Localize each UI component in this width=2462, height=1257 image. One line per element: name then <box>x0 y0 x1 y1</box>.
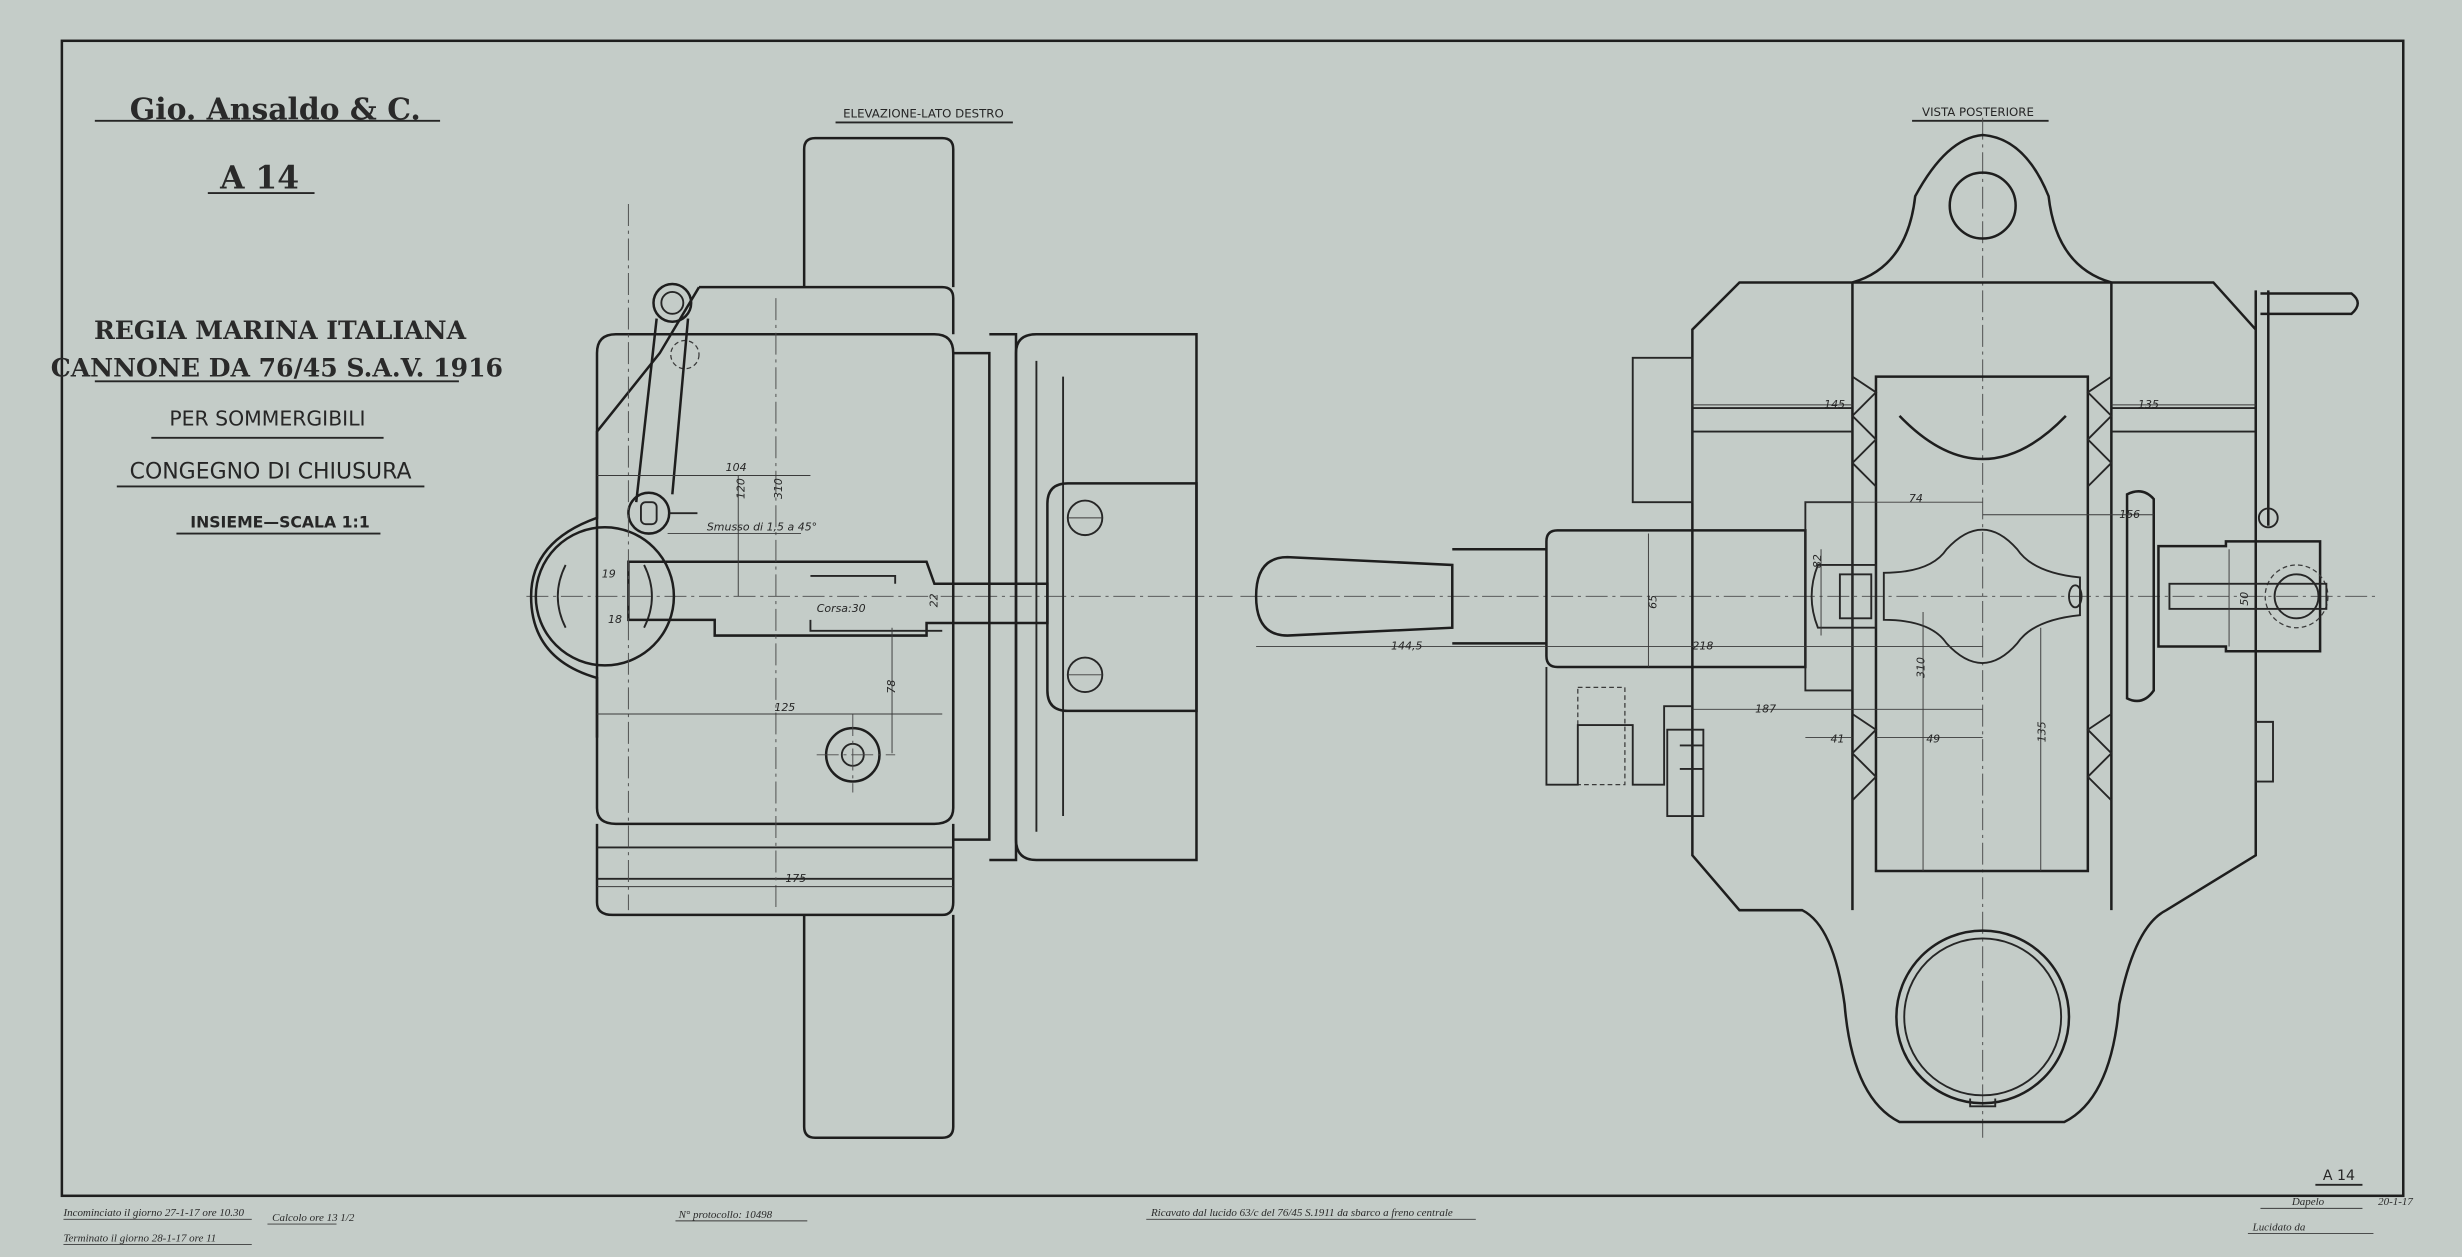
dim-82: 82 <box>1811 554 1824 568</box>
dim-187: 187 <box>1755 702 1776 715</box>
right-view-title: VISTA POSTERIORE <box>1922 105 2034 119</box>
drawn-by-signature: Dapelo <box>2291 1196 2325 1208</box>
rear-view: 145 135 74 156 82 65 50 144,5 218 310 18… <box>1240 117 2379 1138</box>
footer-notes: Incominciato il giorno 27-1-17 ore 10.30… <box>62 1196 2413 1245</box>
elevation-view: 104 120 310 Smusso di 1,5 a 45° 19 18 Co… <box>526 136 1233 1139</box>
drawn-date: 20-1-17 <box>2378 1196 2413 1208</box>
dim-41: 41 <box>1830 732 1844 745</box>
drawing-border <box>60 39 2405 1198</box>
dim-175: 175 <box>785 872 806 885</box>
finished-note: Terminato il giorno 28-1-17 ore 11 <box>63 1232 216 1244</box>
dim-310-right: 310 <box>1915 657 1928 678</box>
dim-74: 74 <box>1909 492 1923 505</box>
hours-note: Calcolo ore 13 1/2 <box>272 1212 355 1224</box>
left-view-title: ELEVAZIONE-LATO DESTRO <box>843 107 1004 121</box>
traced-by-note: Lucidato da <box>2252 1221 2306 1233</box>
dim-135-bottom: 135 <box>2035 721 2048 742</box>
company-name: Gio. Ansaldo & C. <box>130 92 421 127</box>
chamfer-note: Smusso di 1,5 a 45° <box>707 520 817 533</box>
dim-19: 19 <box>602 567 616 580</box>
sheet-ref: A 14 <box>2323 1168 2355 1184</box>
dim-135-top: 135 <box>2138 398 2159 411</box>
dim-120: 120 <box>735 478 748 499</box>
dim-156: 156 <box>2119 508 2140 521</box>
dim-65: 65 <box>1646 595 1659 609</box>
dim-218: 218 <box>1692 640 1713 653</box>
dim-310-left: 310 <box>772 478 785 499</box>
purpose-label: PER SOMMERGIBILI <box>169 406 365 430</box>
derived-note: Ricavato dal lucido 63/c del 76/45 S.191… <box>1150 1207 1453 1219</box>
dim-22: 22 <box>928 593 941 607</box>
gun-title: CANNONE DA 76/45 S.A.V. 1916 <box>51 353 503 383</box>
dim-18: 18 <box>608 613 622 626</box>
dim-49: 49 <box>1926 732 1940 745</box>
navy-title: REGIA MARINA ITALIANA <box>94 315 467 345</box>
protocol-number: N° protocollo: 10498 <box>678 1209 773 1221</box>
drawing-number: A 14 <box>219 160 299 196</box>
title-block: Gio. Ansaldo & C. A 14 REGIA MARINA ITAL… <box>51 92 503 535</box>
stroke-note: Corsa:30 <box>817 602 866 615</box>
dim-144-5: 144,5 <box>1391 640 1422 653</box>
dim-104: 104 <box>726 461 747 474</box>
dim-50: 50 <box>2238 592 2251 606</box>
scale-label: INSIEME—SCALA 1:1 <box>190 512 370 531</box>
dim-145: 145 <box>1824 398 1845 411</box>
subject-label: CONGEGNO DI CHIUSURA <box>130 460 412 485</box>
started-note: Incominciato il giorno 27-1-17 ore 10.30 <box>62 1207 244 1219</box>
dim-78: 78 <box>885 680 898 694</box>
dim-125: 125 <box>774 701 795 714</box>
